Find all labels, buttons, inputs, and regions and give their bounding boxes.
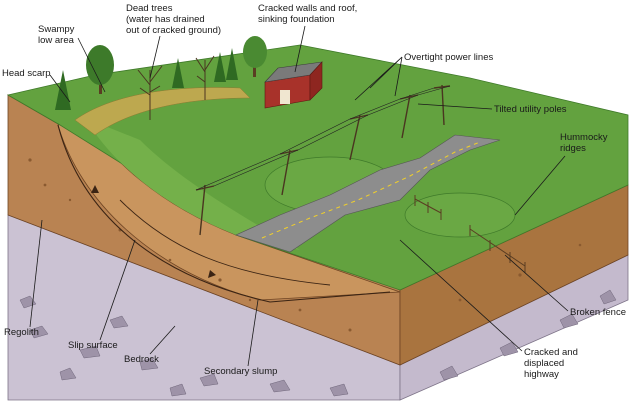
label-broken-fence: Broken fence [570,307,626,318]
label-cracked-highway: Cracked and [524,347,578,358]
label-dead-trees: Dead trees [126,3,173,14]
label-highway: highway [524,369,559,380]
label-sinking-foundation: sinking foundation [258,14,335,25]
trees [55,36,267,110]
slip-surface-lines [57,124,391,303]
label-displaced: displaced [524,358,564,369]
label-ridges: ridges [560,143,586,154]
utility-poles [195,84,451,236]
label-tilted-poles: Tilted utility poles [494,104,567,115]
label-power-lines: Overtight power lines [404,52,493,63]
label-dead-trees-note-2: out of cracked ground) [126,25,221,36]
label-low-area: low area [38,35,75,46]
label-secondary-slump: Secondary slump [204,366,277,377]
label-slip-surface: Slip surface [68,340,118,351]
bedrock-layer [7,214,629,401]
ground-surface [6,44,629,291]
label-swampy: Swampy [38,24,75,35]
label-regolith: Regolith [4,327,39,338]
label-bedrock: Bedrock [124,354,159,365]
leader-lines [29,25,569,367]
diagram-labels: Head scarp Swampy low area Dead trees (w… [2,3,626,380]
dead-trees [137,55,215,120]
label-dead-trees-note-1: (water has drained [126,14,205,25]
label-cracked-walls: Cracked walls and roof, [258,3,357,14]
highway [235,134,501,253]
power-lines [195,85,451,191]
barn [264,61,323,109]
label-head-scarp: Head scarp [2,68,51,79]
broken-fence [414,195,526,273]
label-hummocky: Hummocky [560,132,608,143]
